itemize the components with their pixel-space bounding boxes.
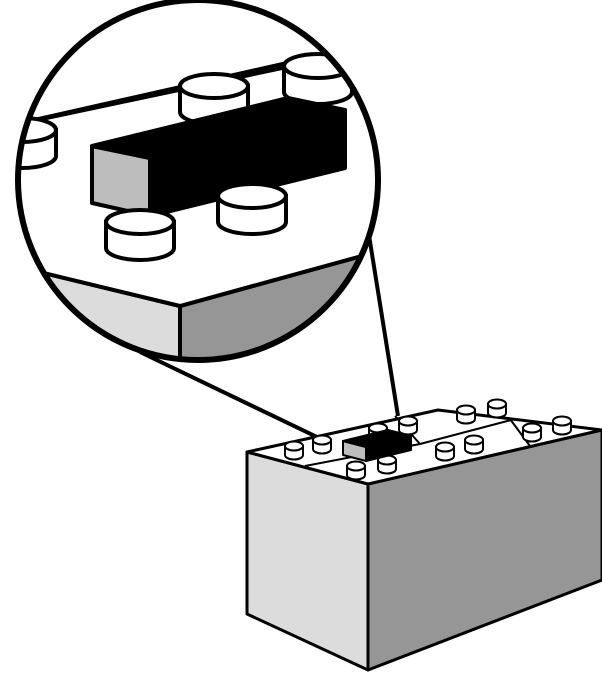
magnifier-lens [15,0,381,363]
brick-stud [456,404,476,425]
brick-small-piece [342,429,412,462]
brick-stud [398,415,418,436]
brick-piece-top [342,429,412,448]
lens-rim [15,0,381,363]
lens-stud [216,182,288,236]
lens-stud [282,52,354,106]
brick-stud [552,415,572,436]
lens-stud [104,208,176,262]
lens-bar-piece [90,96,347,218]
brick-left-face [245,450,370,672]
lens-grid-line [18,58,321,132]
brick-stud [435,441,455,462]
brick-block [245,408,602,672]
brick-stud [522,422,542,443]
brick-stud [284,440,304,461]
brick-stud [346,460,366,481]
lens-front-studs [104,182,288,262]
brick-stud [464,434,484,455]
connector-line-left [139,350,345,452]
brick-stud [487,398,507,419]
lens-piece-top [90,96,347,160]
brick-stud [312,434,332,455]
